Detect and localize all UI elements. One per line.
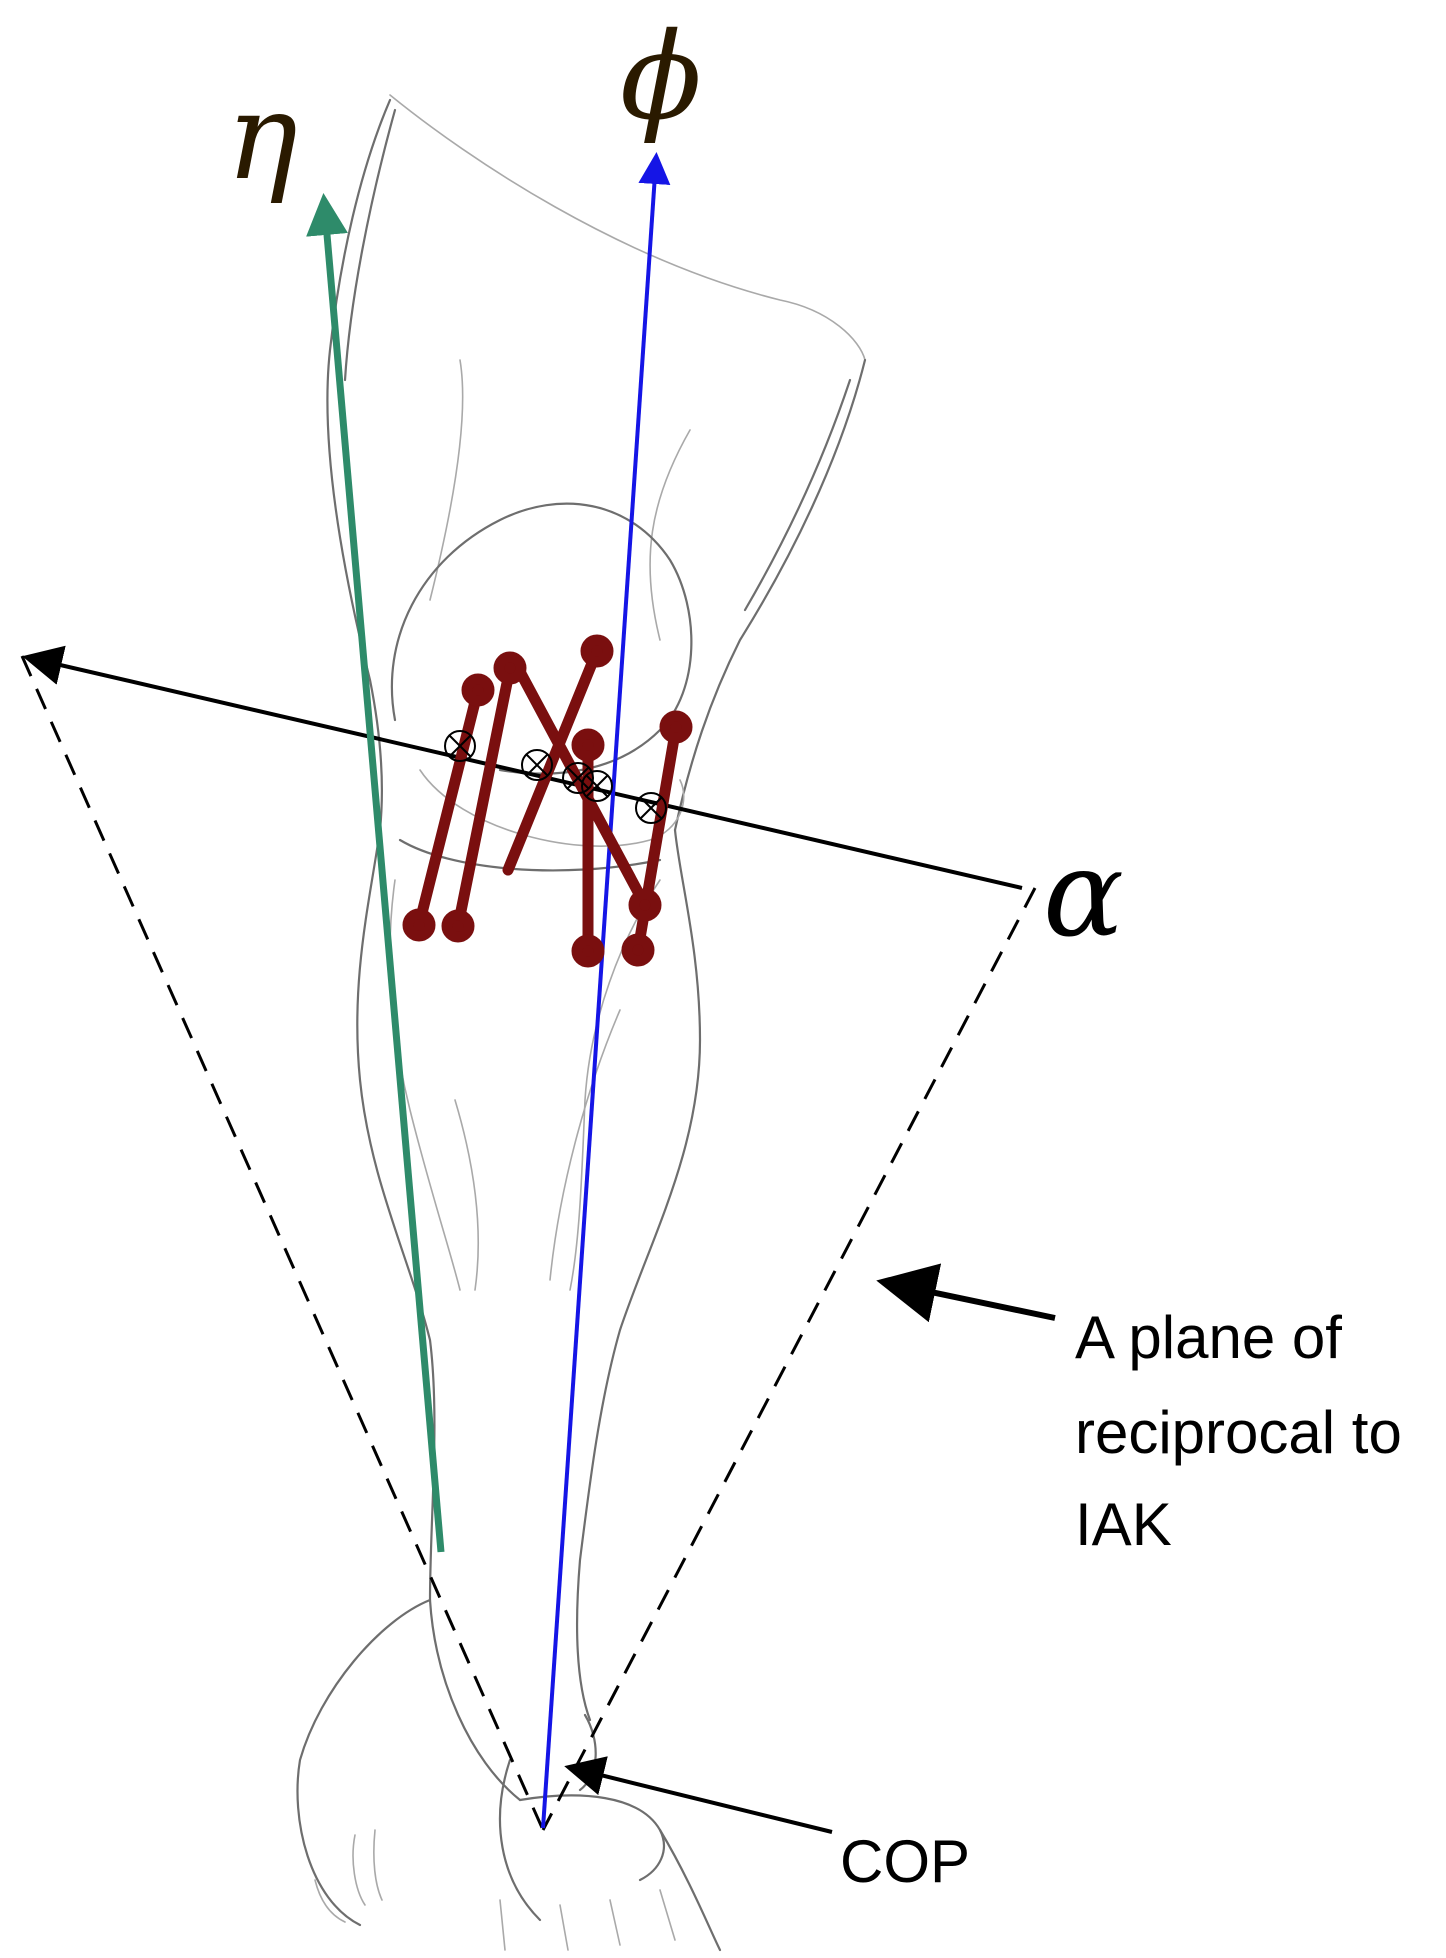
alpha-symbol: α <box>1043 825 1124 964</box>
plane-label-line3: IAK <box>1075 1491 1172 1558</box>
plane-label-line1: A plane of <box>1075 1304 1342 1371</box>
plane-label-line2: reciprocal to <box>1075 1399 1402 1466</box>
plane-pointer-arrow <box>876 1263 1056 1323</box>
phi-axis <box>541 152 671 1829</box>
ligament-bar-1 <box>413 684 484 931</box>
ligament-node <box>580 634 614 668</box>
intersection-marker <box>444 730 476 762</box>
eta-axis <box>306 193 445 1553</box>
ligament-linkage <box>402 634 693 968</box>
leg-sketch <box>296 94 867 1952</box>
cop-pointer-arrow <box>564 1756 833 1834</box>
reciprocal-plane <box>20 655 1037 1831</box>
intersection-marker <box>635 792 667 824</box>
ligament-bar-4 <box>502 645 603 876</box>
ligament-node <box>441 909 475 943</box>
eta-symbol: η <box>226 68 298 207</box>
ligament-node <box>628 888 662 922</box>
cop-label: COP <box>840 1828 970 1895</box>
ligament-node <box>571 934 605 968</box>
intersection-marker <box>581 770 613 802</box>
ligament-node <box>571 728 605 762</box>
ligament-node <box>621 933 655 967</box>
alpha-axis <box>22 645 1023 890</box>
ligament-node <box>402 908 436 942</box>
intersection-markers <box>444 730 667 824</box>
ligament-node <box>461 673 495 707</box>
ligament-bar-2 <box>452 662 516 932</box>
ligament-node <box>659 710 693 744</box>
phi-symbol: ϕ <box>620 8 702 147</box>
ligament-node <box>493 651 527 685</box>
intersection-marker <box>562 762 594 794</box>
intersection-marker <box>521 749 553 781</box>
